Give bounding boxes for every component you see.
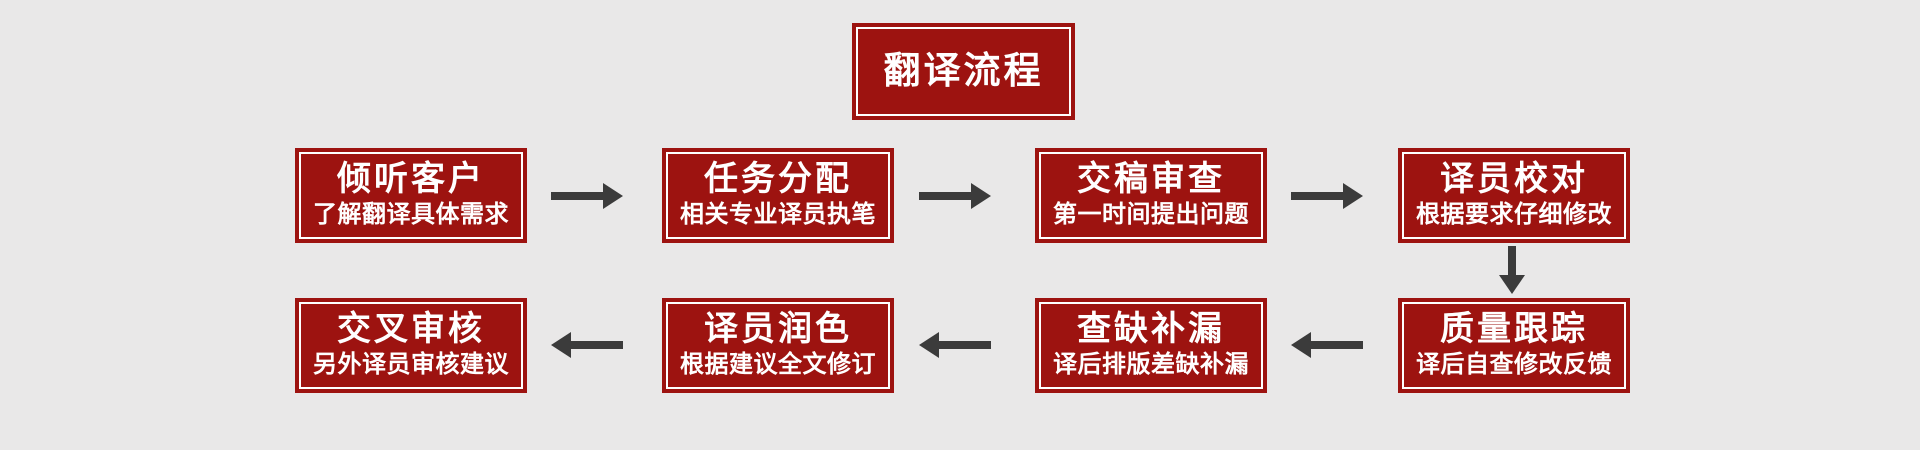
flow-step-cross-review: 交叉审核 另外译员审核建议 — [295, 298, 527, 393]
step-title: 交叉审核 — [337, 310, 485, 349]
step-subtitle: 根据建议全文修订 — [680, 350, 876, 378]
arrow-down-icon — [1498, 246, 1526, 294]
step-subtitle: 了解翻译具体需求 — [313, 200, 509, 228]
arrow-left-icon — [1291, 331, 1363, 359]
flow-step-quality-tracking: 质量跟踪 译后自查修改反馈 — [1398, 298, 1630, 393]
step-title: 质量跟踪 — [1440, 310, 1588, 349]
flowchart-title-box: 翻译流程 — [852, 23, 1075, 120]
flow-step-listen-customer: 倾听客户 了解翻译具体需求 — [295, 148, 527, 243]
step-subtitle: 另外译员审核建议 — [313, 350, 509, 378]
step-title: 交稿审查 — [1077, 160, 1225, 199]
step-subtitle: 第一时间提出问题 — [1053, 200, 1249, 228]
step-subtitle: 译后排版差缺补漏 — [1053, 350, 1249, 378]
step-title: 查缺补漏 — [1077, 310, 1225, 349]
step-subtitle: 译后自查修改反馈 — [1416, 350, 1612, 378]
arrow-right-icon — [551, 182, 623, 210]
step-title: 倾听客户 — [337, 160, 485, 199]
step-title: 译员润色 — [704, 310, 852, 349]
arrow-left-icon — [551, 331, 623, 359]
flow-step-task-assignment: 任务分配 相关专业译员执笔 — [662, 148, 894, 243]
step-title: 译员校对 — [1440, 160, 1588, 199]
step-subtitle: 相关专业译员执笔 — [680, 200, 876, 228]
flow-step-draft-review: 交稿审查 第一时间提出问题 — [1035, 148, 1267, 243]
flow-step-translator-polish: 译员润色 根据建议全文修订 — [662, 298, 894, 393]
arrow-left-icon — [919, 331, 991, 359]
step-subtitle: 根据要求仔细修改 — [1416, 200, 1612, 228]
step-title: 任务分配 — [704, 160, 852, 199]
flowchart-title: 翻译流程 — [883, 50, 1044, 92]
flow-step-translator-proofread: 译员校对 根据要求仔细修改 — [1398, 148, 1630, 243]
arrow-right-icon — [1291, 182, 1363, 210]
arrow-right-icon — [919, 182, 991, 210]
flow-step-gap-filling: 查缺补漏 译后排版差缺补漏 — [1035, 298, 1267, 393]
